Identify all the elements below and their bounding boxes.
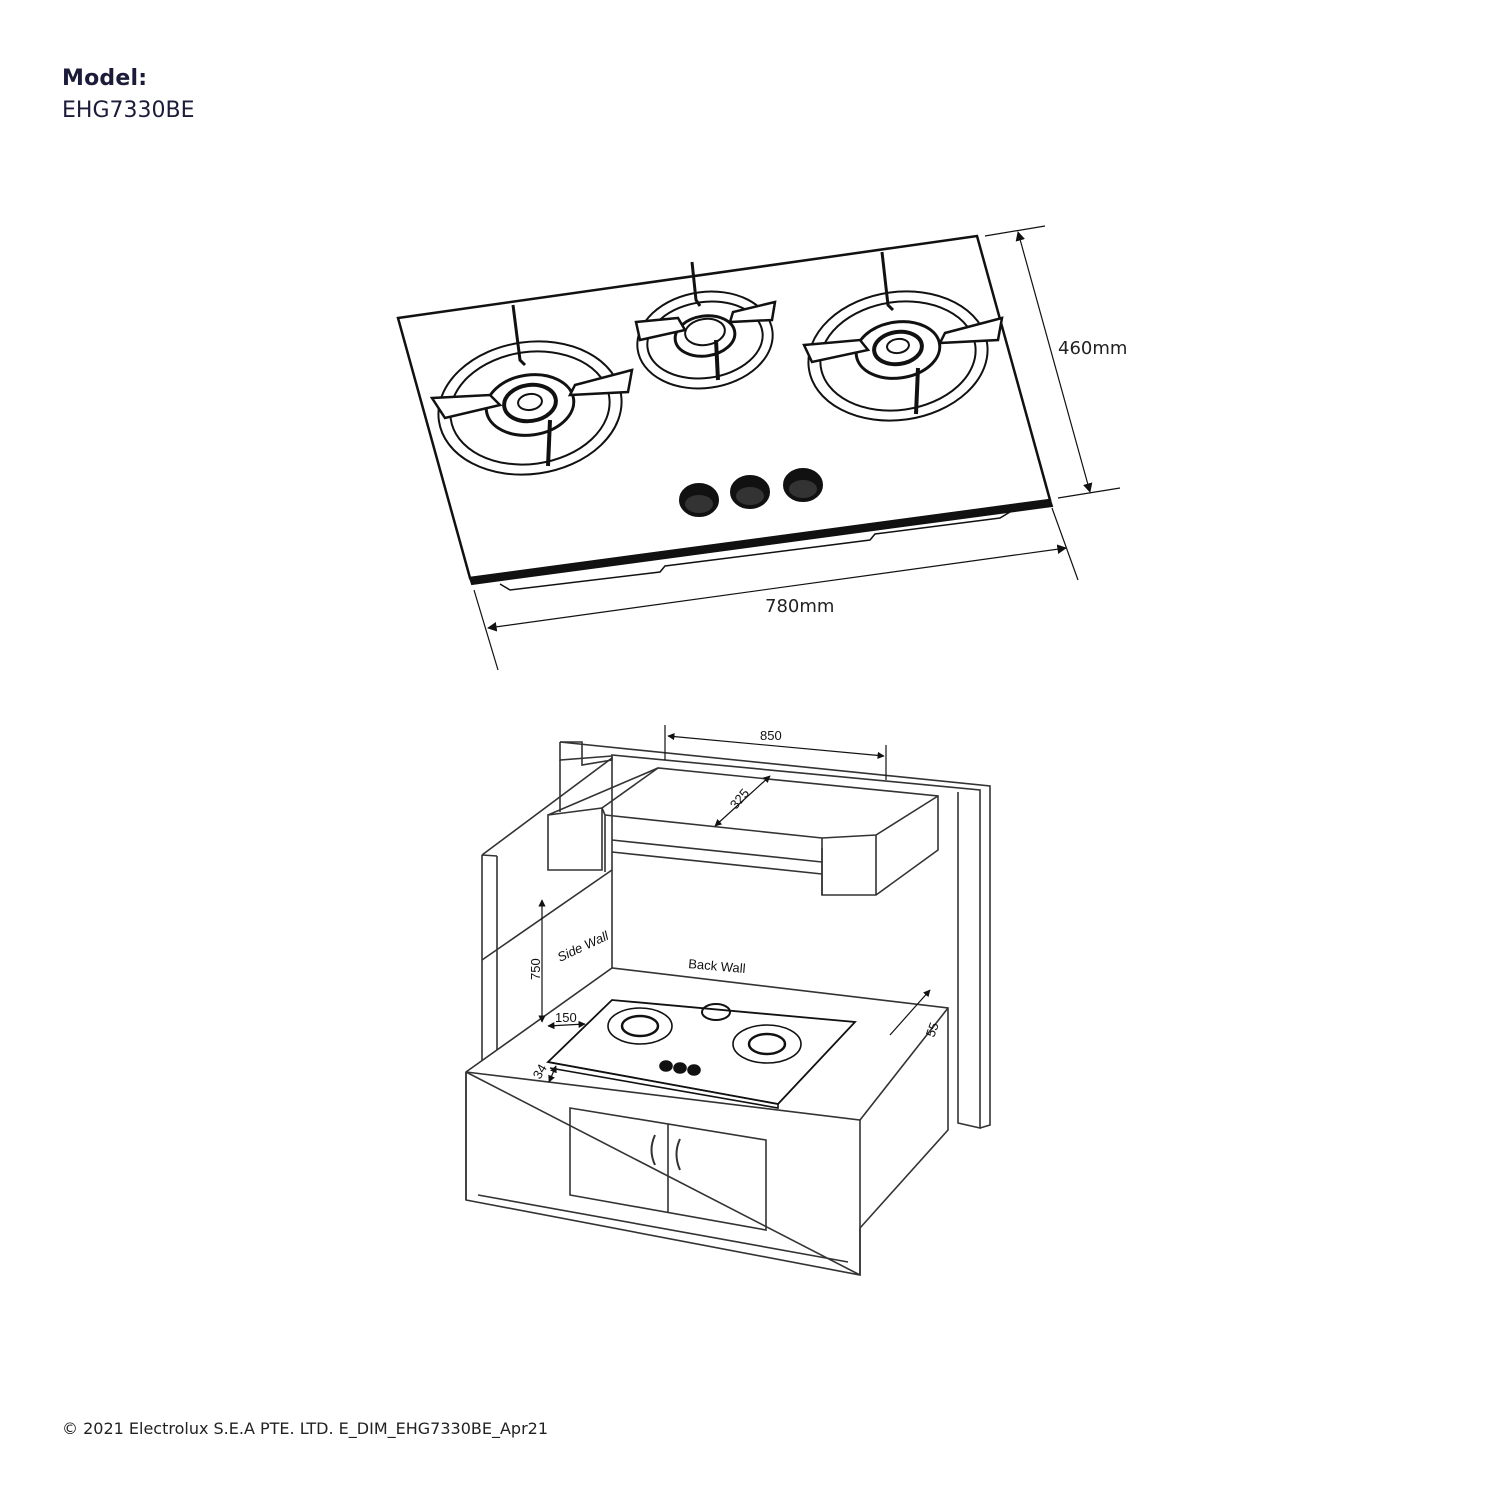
hood-depth-label: 325	[727, 786, 752, 812]
control-knobs	[679, 468, 823, 517]
height-label: 750	[528, 958, 543, 980]
hob-dimensions	[473, 225, 1121, 671]
middle-burner	[634, 261, 777, 390]
installation-dimensions	[538, 725, 931, 1083]
side-wall	[481, 756, 613, 961]
model-number: EHG7330BE	[62, 98, 195, 123]
front-clearance-label: 34	[530, 1061, 550, 1081]
back-wall	[560, 741, 981, 1130]
depth-dimension-line	[1015, 231, 1093, 493]
hood-depth-dimension-line	[714, 775, 771, 827]
hob-perspective-drawing	[396, 234, 1054, 591]
width-dimension-line	[487, 544, 1067, 632]
small-hob	[546, 999, 857, 1109]
depth-label: 460mm	[1058, 338, 1127, 359]
range-hood	[547, 767, 939, 896]
cabinet-door	[569, 1107, 767, 1231]
installation-drawing	[465, 741, 991, 1276]
hood-width-label: 850	[760, 728, 782, 743]
side-wall-label: Side Wall	[555, 928, 612, 965]
copyright-footer: © 2021 Electrolux S.E.A PTE. LTD. E_DIM_…	[62, 1419, 548, 1438]
width-label: 780mm	[765, 596, 834, 617]
side-clearance-label: 150	[555, 1010, 577, 1025]
back-clearance-line	[889, 989, 931, 1036]
model-label: Model:	[62, 66, 148, 91]
side-clearance-line	[547, 1020, 586, 1030]
front-clearance-line	[548, 1065, 557, 1083]
right-burner	[802, 251, 1004, 422]
back-wall-label: Back Wall	[688, 956, 747, 976]
back-clearance-label: 55	[923, 1020, 942, 1039]
hood-width-dimension-line	[667, 733, 885, 759]
left-burner	[429, 304, 634, 476]
